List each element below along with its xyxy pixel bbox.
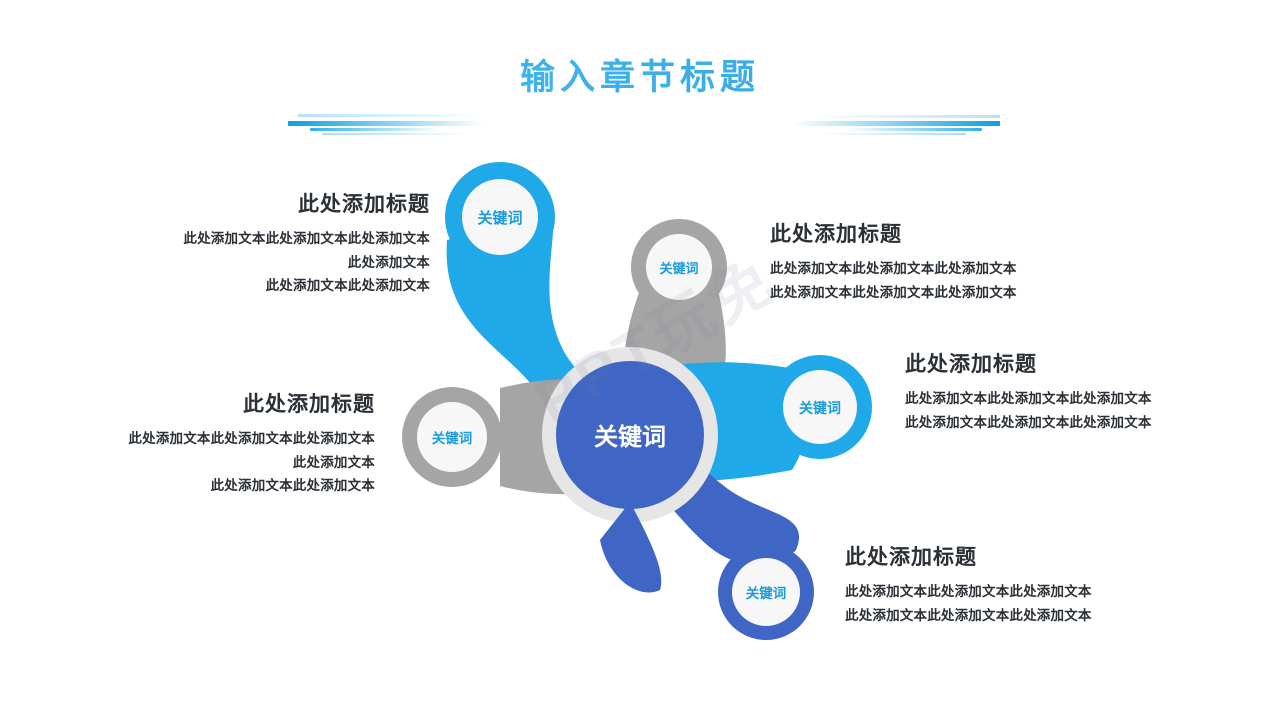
node-right[interactable]: 关键词	[768, 355, 872, 459]
text-block-line: 此处添加文本此处添加文本	[265, 278, 430, 294]
text-block-line: 此处添加文本此处添加文本此处添加文本	[770, 261, 1017, 277]
text-block-top-right: 此处添加标题 此处添加文本此处添加文本此处添加文本 此处添加文本此处添加文本此处…	[770, 222, 1100, 304]
deco-line	[298, 114, 484, 117]
deco-line	[322, 133, 472, 135]
text-block-heading: 此处添加标题	[243, 393, 375, 416]
deco-line	[816, 133, 966, 135]
text-block-heading: 此处添加标题	[770, 223, 902, 246]
deco-line	[792, 121, 1000, 126]
text-block-line: 此处添加文本此处添加文本此处添加文本	[128, 431, 375, 447]
text-block-line: 此处添加文本此处添加文本此处添加文本	[905, 391, 1152, 407]
slide-header: 输入章节标题	[0, 48, 1280, 135]
deco-line	[848, 128, 982, 131]
text-block-line: 此处添加文本此处添加文本此处添加文本	[845, 584, 1092, 600]
node-bottom[interactable]: 关键词	[718, 544, 814, 640]
text-block-line: 此处添加文本此处添加文本此处添加文本	[905, 414, 1152, 430]
hub-and-spoke-diagram: 关键词 关键词 关键词 关键词	[0, 120, 1280, 720]
text-block-middle-right: 此处添加标题 此处添加文本此处添加文本此处添加文本 此处添加文本此处添加文本此处…	[905, 352, 1225, 434]
deco-line	[310, 128, 440, 131]
text-block-line: 此处添加文本此处添加文本	[210, 478, 375, 494]
node-top-left[interactable]: 关键词	[445, 162, 555, 272]
page-title: 输入章节标题	[0, 48, 1280, 108]
deco-line	[288, 121, 484, 126]
diagram-svg: 关键词 关键词 关键词 关键词	[402, 162, 872, 640]
text-block-bottom-left: 此处添加标题 此处添加文本此处添加文本此处添加文本 此处添加文本 此处添加文本此…	[20, 392, 375, 498]
text-block-heading: 此处添加标题	[298, 193, 430, 216]
text-block-line: 此处添加文本	[347, 254, 430, 270]
deco-line	[810, 115, 1000, 118]
header-decoration-left	[288, 114, 484, 136]
text-block-bottom-right: 此处添加标题 此处添加文本此处添加文本此处添加文本 此处添加文本此处添加文本此处…	[845, 545, 1165, 627]
text-block-line: 此处添加文本	[292, 454, 375, 470]
node-left[interactable]: 关键词	[402, 387, 502, 487]
text-block-top-left: 此处添加标题 此处添加文本此处添加文本此处添加文本 此处添加文本 此处添加文本此…	[60, 192, 430, 298]
text-block-line: 此处添加文本此处添加文本此处添加文本	[845, 607, 1092, 623]
header-decoration-right	[792, 114, 1000, 136]
node-top-mid[interactable]: 关键词	[631, 219, 727, 315]
text-block-line: 此处添加文本此处添加文本此处添加文本	[183, 231, 430, 247]
text-block-heading: 此处添加标题	[905, 353, 1037, 376]
text-block-heading: 此处添加标题	[845, 546, 977, 569]
node-center[interactable]: 关键词	[542, 347, 718, 593]
text-block-line: 此处添加文本此处添加文本此处添加文本	[770, 284, 1017, 300]
